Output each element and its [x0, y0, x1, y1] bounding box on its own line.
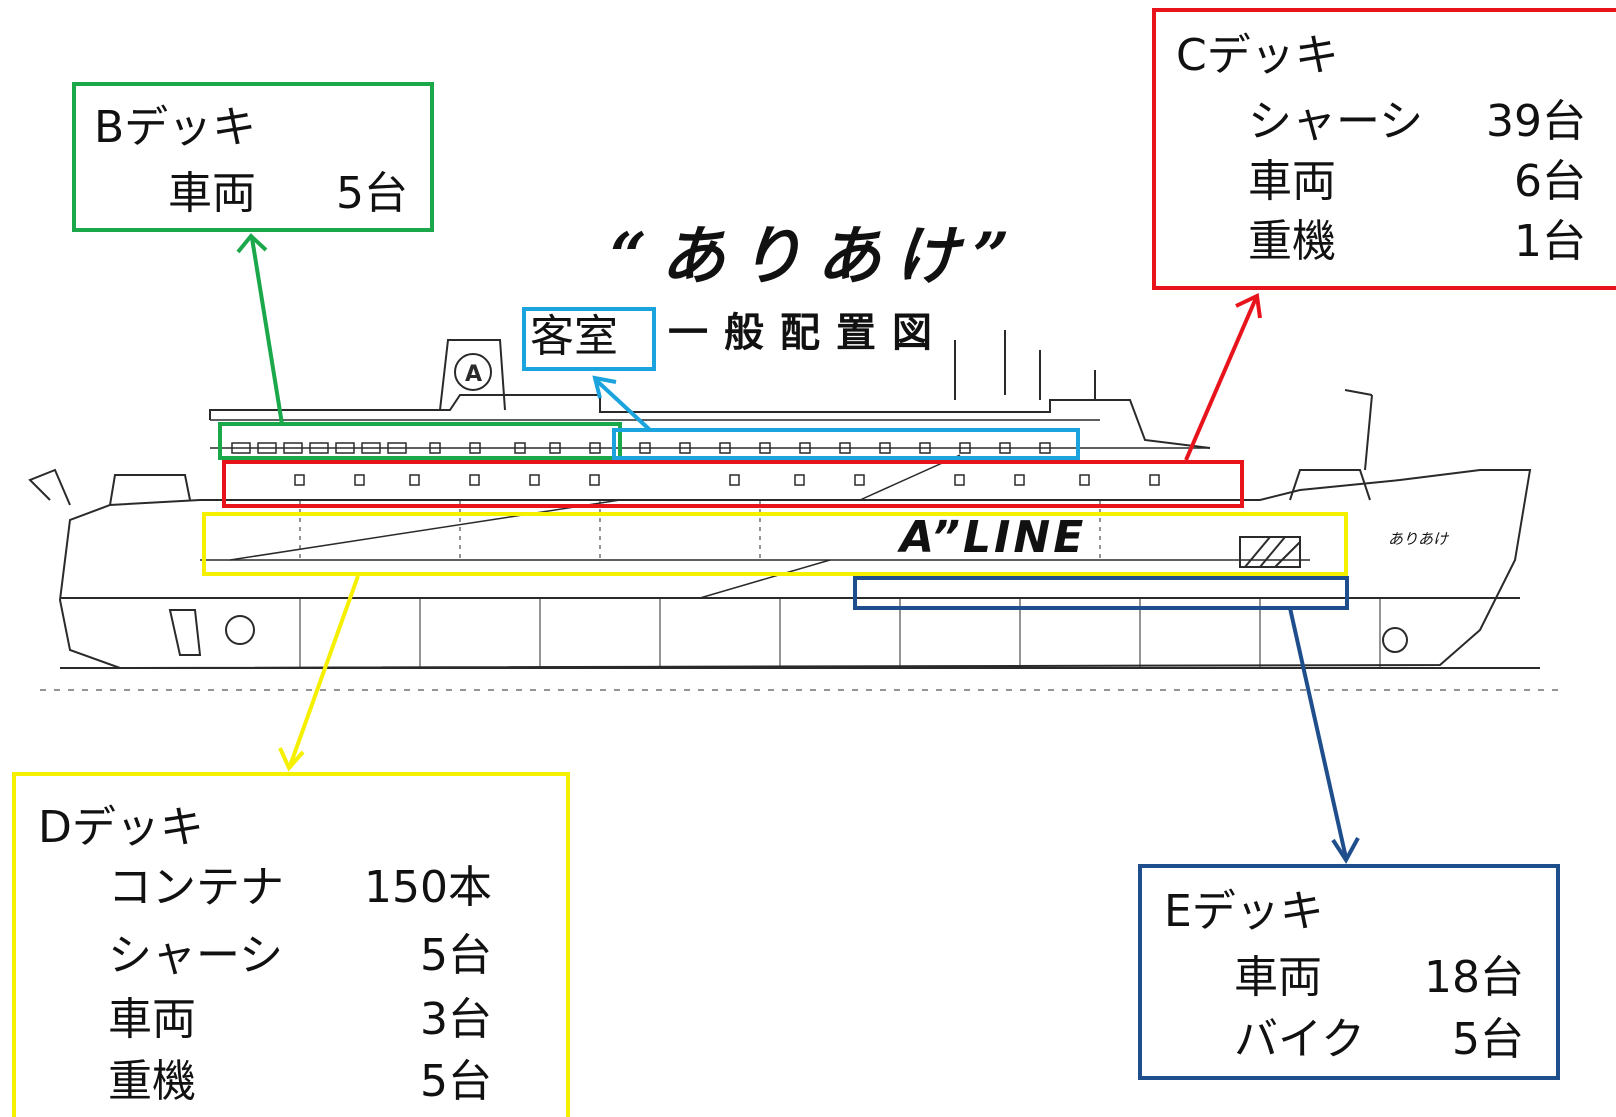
e-deck-row: バイク 5台: [1234, 1018, 1524, 1066]
cabin-label-box: 客室: [522, 307, 656, 371]
e-deck-row-label: 車両: [1234, 952, 1322, 1003]
e-deck-row: 車両 18台: [1234, 956, 1524, 1004]
d-deck-row-label: 重機: [108, 1056, 196, 1107]
ship-hull-outline: A: [28, 330, 1560, 691]
e-deck-highlight: [853, 576, 1349, 610]
b-deck-row-label: 車両: [168, 168, 256, 219]
d-deck-row-label: シャーシ: [108, 930, 284, 981]
b-deck-row: 車両 5台: [168, 172, 408, 220]
c-deck-highlight: [222, 460, 1244, 508]
b-deck-callout: Bデッキ 車両 5台: [72, 82, 434, 232]
c-deck-title: Cデッキ: [1176, 30, 1339, 81]
cabin-highlight: [612, 428, 1080, 460]
b-deck-highlight: [218, 422, 622, 460]
c-deck-row-label: 重機: [1248, 216, 1336, 267]
c-deck-row-label: シャーシ: [1248, 96, 1424, 147]
e-deck-callout: Eデッキ 車両 18台 バイク 5台: [1138, 864, 1560, 1080]
c-deck-row-value: 6台: [1514, 156, 1586, 207]
c-deck-row-value: 1台: [1514, 216, 1586, 267]
c-deck-row: 車両 6台: [1248, 160, 1586, 208]
drawing-title: “ありあけ”: [610, 219, 1024, 294]
d-deck-row-label: 車両: [108, 994, 196, 1045]
c-deck-row: 重機 1台: [1248, 220, 1586, 268]
d-deck-row: 車両 3台: [108, 998, 492, 1046]
e-deck-row-label: バイク: [1234, 1014, 1366, 1065]
d-deck-row-value: 150本: [364, 862, 492, 913]
ship-windows: [231, 442, 1160, 486]
c-deck-row: シャーシ 39台: [1248, 100, 1586, 148]
b-deck-arrow: [236, 233, 284, 425]
b-deck-row-value: 5台: [336, 168, 408, 219]
d-deck-row-label: コンテナ: [108, 862, 284, 913]
cabin-label: 客室: [530, 311, 618, 362]
d-deck-row-value: 3台: [420, 994, 492, 1045]
drawing-subtitle: 一般配置図: [668, 309, 948, 356]
e-deck-row-value: 18台: [1424, 952, 1524, 1003]
d-deck-title: Dデッキ: [38, 802, 204, 853]
d-deck-row-value: 5台: [420, 1056, 492, 1107]
hull-ship-name: ありあけ: [1388, 530, 1449, 548]
b-deck-title: Bデッキ: [94, 102, 257, 153]
e-deck-arrow: [1288, 607, 1360, 864]
c-deck-row-value: 39台: [1486, 96, 1586, 147]
e-deck-row-value: 5台: [1452, 1014, 1524, 1065]
d-deck-row: 重機 5台: [108, 1060, 492, 1108]
d-deck-row: コンテナ 150本: [108, 866, 492, 914]
d-deck-highlight: [202, 512, 1348, 576]
cabin-arrow: [592, 375, 652, 432]
c-deck-callout: Cデッキ シャーシ 39台 車両 6台 重機 1台: [1152, 8, 1616, 290]
hull-logo-text: A”LINE: [900, 512, 1087, 563]
d-deck-row: シャーシ 5台: [108, 934, 492, 982]
d-deck-row-value: 5台: [420, 930, 492, 981]
d-deck-arrow: [278, 575, 360, 772]
c-deck-arrow: [1184, 293, 1262, 461]
e-deck-title: Eデッキ: [1164, 886, 1324, 937]
c-deck-row-label: 車両: [1248, 156, 1336, 207]
d-deck-callout: Dデッキ コンテナ 150本 シャーシ 5台 車両 3台 重機 5台: [12, 772, 570, 1117]
svg-text:A: A: [465, 362, 482, 387]
